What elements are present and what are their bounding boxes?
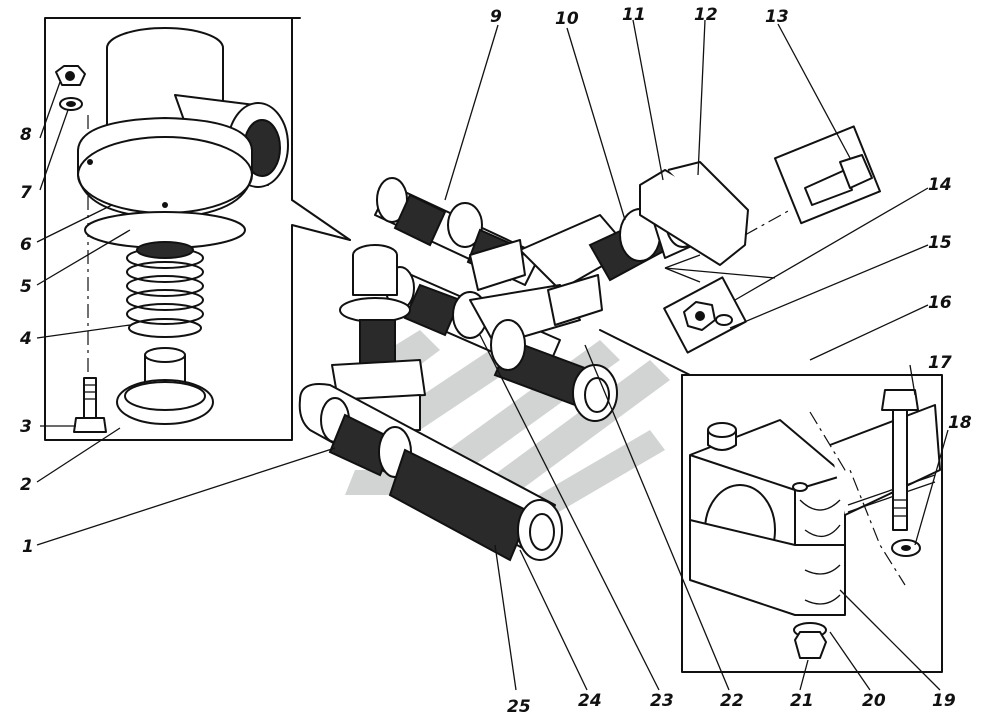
callout-24: 24 <box>578 691 602 711</box>
callout-15: 15 <box>928 233 952 253</box>
callout-14: 14 <box>928 175 952 195</box>
callout-10: 10 <box>555 9 579 29</box>
nut-washer-inset <box>663 276 747 354</box>
nut-washer-top <box>55 65 86 111</box>
callout-17: 17 <box>928 353 952 373</box>
valve-disc <box>116 347 214 425</box>
callout-18: 18 <box>948 413 972 433</box>
callout-23: 23 <box>650 691 674 711</box>
callout-12: 12 <box>694 5 718 25</box>
callout-numbers: 8 7 6 5 4 3 2 1 9 10 11 12 13 14 15 16 1… <box>19 5 972 717</box>
valve-inset <box>44 17 351 441</box>
callout-2: 2 <box>20 475 32 495</box>
callout-16: 16 <box>928 293 952 313</box>
callout-8: 8 <box>20 125 32 145</box>
callout-4: 4 <box>19 329 32 349</box>
pipe-assembly <box>298 177 706 562</box>
callout-5: 5 <box>20 277 32 297</box>
callout-6: 6 <box>20 235 32 255</box>
callout-11: 11 <box>622 5 646 25</box>
callout-9: 9 <box>490 7 502 27</box>
valve-spring <box>126 241 204 338</box>
leader-lines <box>36 19 949 691</box>
callout-13: 13 <box>765 7 789 27</box>
callout-1: 1 <box>22 537 34 557</box>
callout-21: 21 <box>790 691 814 711</box>
callout-7: 7 <box>20 183 32 203</box>
bolt-small <box>73 377 107 433</box>
flange-and-bolt <box>639 125 881 283</box>
callout-22: 22 <box>720 691 744 711</box>
callout-25: 25 <box>507 697 531 717</box>
clamp-inset <box>599 329 943 673</box>
callout-19: 19 <box>932 691 956 711</box>
valve-housing <box>77 27 289 219</box>
callout-3: 3 <box>20 417 32 437</box>
callout-20: 20 <box>862 691 886 711</box>
